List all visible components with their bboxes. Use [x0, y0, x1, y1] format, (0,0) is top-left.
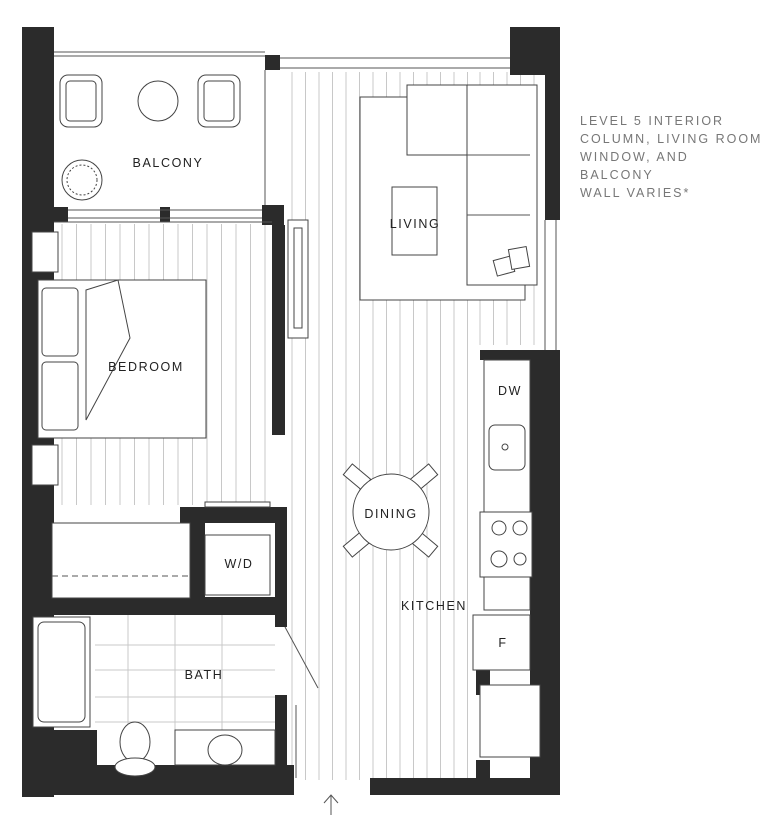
balcony-furniture [59, 74, 241, 201]
label-dining: DINING [364, 507, 417, 521]
label-fridge: F [498, 636, 507, 650]
entry-arrow-icon [323, 794, 339, 815]
bath-fixtures [32, 616, 319, 778]
plan-note: LEVEL 5 INTERIOR COLUMN, LIVING ROOM WIN… [580, 114, 763, 200]
label-living: LIVING [390, 217, 441, 231]
label-dishwasher: DW [498, 384, 522, 398]
label-bath: BATH [185, 668, 224, 682]
label-balcony: BALCONY [133, 156, 204, 170]
label-bedroom: BEDROOM [108, 360, 184, 374]
label-washer-dryer: W/D [224, 557, 253, 571]
living-furniture [287, 84, 538, 339]
room-labels: BALCONY LIVING BEDROOM DW DINING W/D KIT… [108, 156, 522, 682]
kitchen-fixtures [472, 359, 541, 758]
windows [54, 51, 557, 350]
dining-table [342, 463, 439, 558]
label-kitchen: KITCHEN [401, 599, 467, 613]
bedroom-furniture [31, 231, 271, 599]
